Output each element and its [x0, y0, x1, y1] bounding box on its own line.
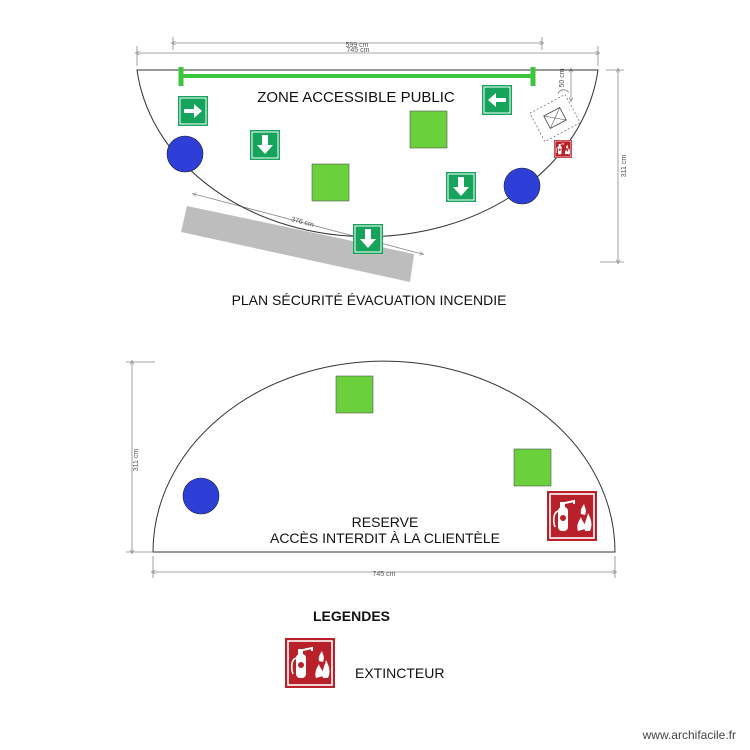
dimension-width: 745 cm	[153, 556, 615, 578]
green-zone-square	[513, 448, 552, 487]
lower-plan: 311 cm 745 cm RESERVE ACCÈS INTERDIT À L…	[126, 361, 615, 578]
plan-title: PLAN SÉCURITÉ ÉVACUATION INCENDIE	[232, 292, 507, 308]
blue-circle	[182, 477, 220, 515]
fire-extinguisher-icon	[553, 139, 573, 159]
dimension-height: 311 cm	[600, 70, 628, 262]
legend-title: LEGENDES	[313, 608, 391, 624]
blue-circle	[503, 167, 541, 205]
reserve-restriction-label: ACCÈS INTERDIT À LA CLIENTÈLE	[270, 530, 500, 546]
dimension-height: 311 cm	[126, 362, 155, 552]
dimension-small: 50 cm	[559, 68, 571, 100]
arrow-right-icon	[177, 95, 209, 127]
watermark[interactable]: www.archifacile.fr	[642, 728, 736, 742]
blue-circle	[166, 135, 204, 173]
dimension-width-outer: 745 cm	[137, 46, 598, 66]
zone-label: ZONE ACCESSIBLE PUBLIC	[257, 89, 455, 106]
lower-room-outline	[152, 360, 616, 553]
exit-bar	[178, 67, 536, 86]
dim-small-label: 50 cm	[559, 68, 566, 87]
dim-height-label: 311 cm	[621, 155, 628, 178]
upper-plan: 745 cm 599 cm 311 cm 50 cm 376 cm	[137, 37, 628, 308]
reserve-label: RESERVE	[352, 514, 419, 530]
dimension-width-inner: 599 cm	[173, 37, 542, 50]
green-zone-square	[335, 375, 374, 414]
green-zone-square	[409, 110, 448, 149]
fire-extinguisher-icon	[284, 637, 336, 689]
furniture-item	[529, 89, 581, 142]
legend-item-label: EXTINCTEUR	[355, 665, 445, 681]
dim-width-inner-label: 599 cm	[346, 42, 369, 49]
arrow-down-icon	[352, 223, 384, 255]
arrow-down-icon	[249, 129, 281, 161]
fire-extinguisher-icon	[546, 490, 598, 542]
arrow-down-icon	[445, 171, 477, 203]
dim-height-label: 311 cm	[133, 449, 140, 472]
dim-width-outer-label: 745 cm	[347, 47, 370, 54]
dim-width-label: 745 cm	[373, 571, 396, 578]
green-zone-square	[311, 163, 350, 202]
arrow-left-icon	[481, 84, 513, 116]
